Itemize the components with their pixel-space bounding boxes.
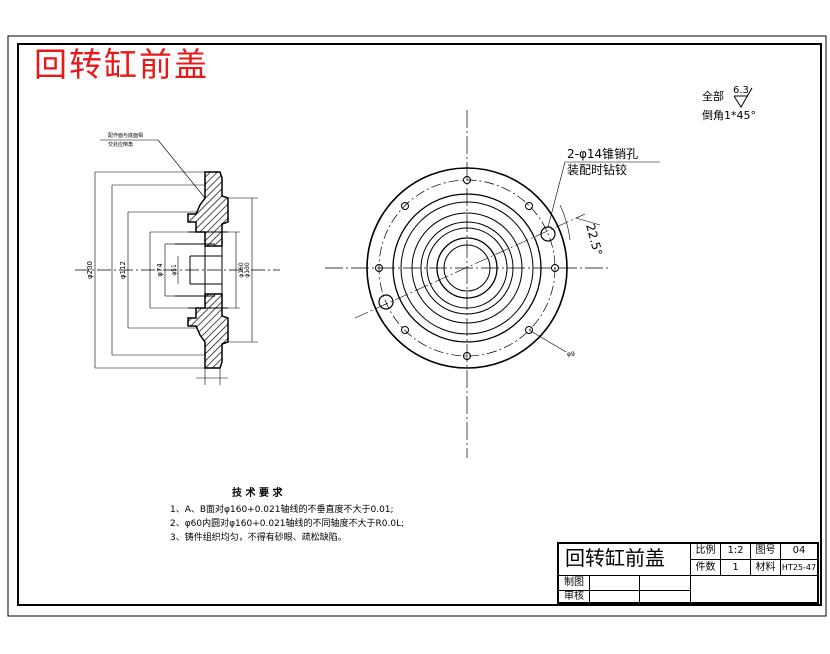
roughness-value: 6.3	[733, 85, 749, 96]
title-block: 回转缸前盖 比例 1:2 图号 04 件数 1 材料 HT25-47 制图 审核	[557, 542, 819, 604]
tech-req-item-2: 2、φ60内圆对φ160+0.021轴线的不同轴度不大于R0.0L;	[170, 517, 404, 529]
chamfer-note: 倒角1*45°	[702, 109, 756, 122]
material-value: HT25-47	[780, 559, 817, 575]
section-note-line2: 交处应倒角	[108, 141, 133, 148]
tech-req-item-3: 3、铸件组织均匀，不得有砂眼、疏松缺陷。	[170, 531, 347, 543]
material-label: 材料	[750, 559, 780, 575]
tech-req-item-1: 1、A、B面对φ160+0.021轴线的不垂直度不大于0.01;	[170, 503, 394, 515]
dim-d51: φ51	[171, 264, 178, 276]
front-view	[325, 110, 660, 458]
checked-date	[639, 590, 690, 602]
small-hole-label: φ9	[567, 351, 575, 358]
tech-req-heading: 技 术 要 求	[232, 486, 283, 499]
inner-frame	[17, 43, 822, 606]
section-view	[75, 139, 280, 385]
scale-label: 比例	[690, 544, 720, 559]
drawing-title: 回转缸前盖	[34, 45, 209, 84]
checked-field	[589, 590, 639, 602]
section-note-line1: 配作面与底面相	[108, 132, 143, 139]
scale-value: 1:2	[720, 544, 750, 559]
drawn-label: 制图	[559, 575, 589, 590]
roughness-symbol	[733, 87, 753, 108]
callout-pin-hole-line2: 装配时钻铰	[567, 162, 627, 177]
qty-value: 1	[720, 559, 750, 575]
outer-frame	[7, 35, 827, 617]
angle-label: 22.5°	[583, 222, 605, 257]
drawn-field	[589, 575, 639, 590]
company-field	[690, 575, 817, 602]
dim-d112: φ112	[119, 261, 127, 279]
drawing-no-value: 04	[780, 544, 817, 559]
dim-d200: φ200	[86, 261, 94, 279]
dim-d74: φ74	[156, 263, 164, 277]
qty-label: 件数	[690, 559, 720, 575]
title-block-name: 回转缸前盖	[565, 546, 665, 570]
drawn-date	[639, 575, 690, 590]
drawing-no-label: 图号	[750, 544, 780, 559]
checked-label: 审核	[559, 590, 589, 602]
dim-d130: φ130	[244, 262, 251, 278]
callout-pin-hole-line1: 2-φ14锥销孔	[567, 147, 638, 161]
surface-prefix: 全部	[702, 89, 724, 103]
dim-d160: φ160	[238, 262, 245, 278]
